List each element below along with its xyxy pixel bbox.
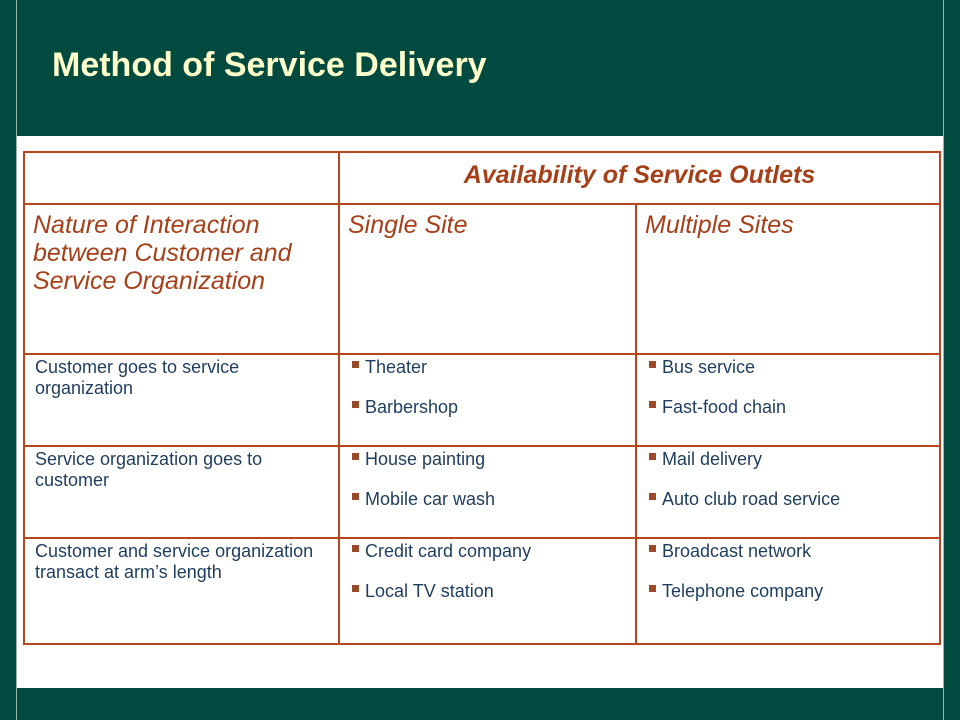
square-bullet-icon <box>649 401 656 408</box>
square-bullet-icon <box>649 545 656 552</box>
list-item: Broadcast network <box>649 541 939 562</box>
single-site-cell: Credit card company Local TV station <box>338 537 637 645</box>
list-item: Barbershop <box>352 397 635 418</box>
footer-band <box>0 688 960 720</box>
square-bullet-icon <box>352 545 359 552</box>
square-bullet-icon <box>352 453 359 460</box>
right-divider-line <box>943 0 944 720</box>
list-item: House painting <box>352 449 635 470</box>
table-subheader-row: Nature of Interaction between Customer a… <box>23 203 942 355</box>
list-item: Bus service <box>649 357 939 378</box>
right-side-strip <box>944 136 960 688</box>
square-bullet-icon <box>649 453 656 460</box>
square-bullet-icon <box>649 585 656 592</box>
list-item: Mail delivery <box>649 449 939 470</box>
list-item: Auto club road service <box>649 489 939 510</box>
square-bullet-icon <box>649 361 656 368</box>
list-item: Theater <box>352 357 635 378</box>
table-row: Customer and service organization transa… <box>23 537 942 645</box>
single-site-cell: House painting Mobile car wash <box>338 445 637 539</box>
list-item: Fast-food chain <box>649 397 939 418</box>
left-divider-line <box>16 0 17 720</box>
row-header: Nature of Interaction between Customer a… <box>23 203 340 355</box>
row-label: Service organization goes to customer <box>23 445 340 539</box>
column-group-header: Availability of Service Outlets <box>337 151 942 205</box>
square-bullet-icon <box>352 401 359 408</box>
square-bullet-icon <box>352 585 359 592</box>
slide-title: Method of Service Delivery <box>52 46 487 84</box>
service-delivery-table: Availability of Service Outlets Nature o… <box>23 151 942 645</box>
row-label: Customer goes to service organization <box>23 353 340 447</box>
multiple-sites-cell: Broadcast network Telephone company <box>634 537 942 645</box>
row-label: Customer and service organization transa… <box>23 537 340 645</box>
table-header-row: Availability of Service Outlets <box>23 151 942 205</box>
square-bullet-icon <box>352 361 359 368</box>
square-bullet-icon <box>649 493 656 500</box>
empty-corner-cell <box>23 151 340 205</box>
column-header-multiple-sites: Multiple Sites <box>634 203 942 355</box>
left-side-strip <box>0 136 16 688</box>
table-row: Customer goes to service organization Th… <box>23 353 942 447</box>
list-item: Telephone company <box>649 581 939 602</box>
square-bullet-icon <box>352 493 359 500</box>
column-header-single-site: Single Site <box>338 203 637 355</box>
header-band <box>0 0 960 136</box>
list-item: Local TV station <box>352 581 635 602</box>
single-site-cell: Theater Barbershop <box>338 353 637 447</box>
list-item: Mobile car wash <box>352 489 635 510</box>
multiple-sites-cell: Mail delivery Auto club road service <box>634 445 942 539</box>
multiple-sites-cell: Bus service Fast-food chain <box>634 353 942 447</box>
list-item: Credit card company <box>352 541 635 562</box>
table-row: Service organization goes to customer Ho… <box>23 445 942 539</box>
